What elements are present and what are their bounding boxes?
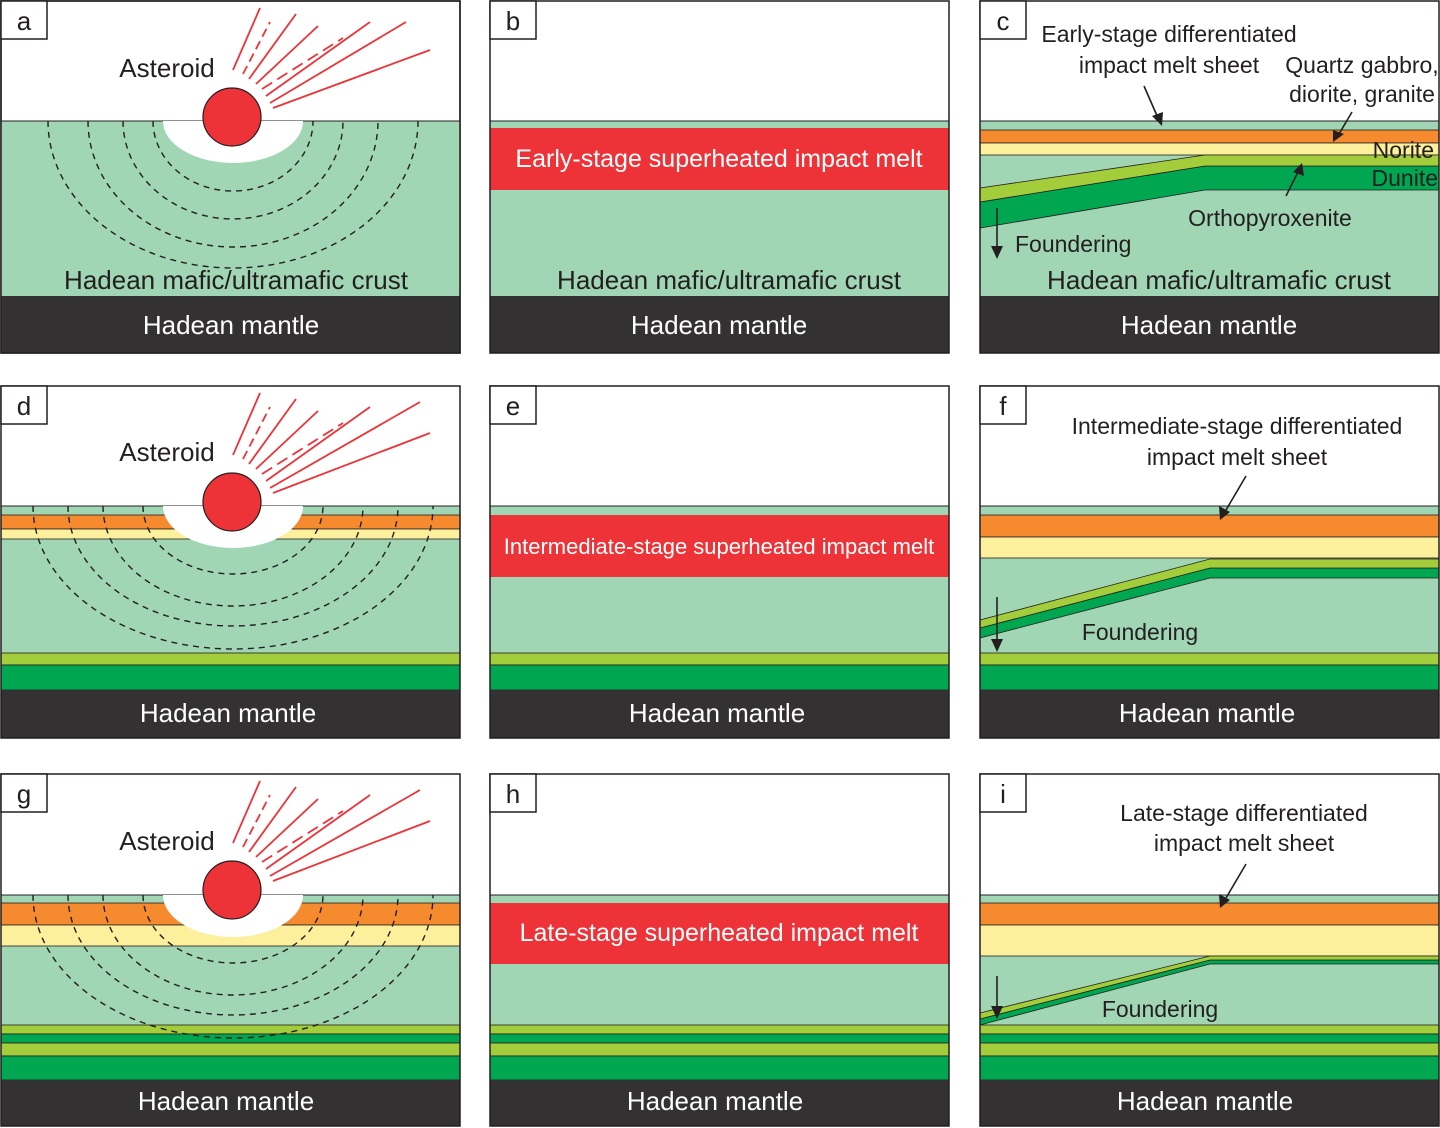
quartz-gabbro-label-line1: Quartz gabbro, bbox=[1285, 52, 1438, 78]
norite-label: Norite bbox=[1373, 137, 1434, 163]
asteroid-icon bbox=[202, 860, 262, 920]
mantle-label: Hadean mantle bbox=[138, 1086, 314, 1116]
shock-waves bbox=[32, 505, 434, 650]
mantle-label: Hadean mantle bbox=[1117, 1086, 1293, 1116]
annotation-arrows bbox=[991, 863, 1247, 1019]
panel-f: f Intermediate-stage differentiated impa… bbox=[979, 385, 1440, 739]
sheet-label-line1: Late-stage differentiated bbox=[1120, 800, 1368, 826]
mantle-label: Hadean mantle bbox=[1121, 310, 1297, 340]
crust-label: Hadean mafic/ultramafic crust bbox=[1047, 265, 1392, 295]
foundering-label: Foundering bbox=[1102, 996, 1218, 1022]
annotation-arrows bbox=[991, 85, 1353, 259]
panel-e: e Intermediate-stage superheated impact … bbox=[489, 385, 950, 739]
mantle-label: Hadean mantle bbox=[631, 310, 807, 340]
sheet-label-line2: impact melt sheet bbox=[1154, 830, 1335, 856]
melt-label: Early-stage superheated impact melt bbox=[515, 145, 922, 173]
panel-a: a Asteroid Hadean mafic/ultramafic crust… bbox=[0, 0, 461, 354]
mantle-label: Hadean mantle bbox=[627, 1086, 803, 1116]
asteroid-icon bbox=[202, 87, 262, 147]
panel-letter-a: a bbox=[17, 6, 32, 36]
asteroid-label: Asteroid bbox=[119, 53, 214, 83]
asteroid-label: Asteroid bbox=[119, 826, 214, 856]
crust-label: Hadean mafic/ultramafic crust bbox=[557, 265, 902, 295]
melt-label: Late-stage superheated impact melt bbox=[520, 919, 919, 947]
sheet-label-line1: Intermediate-stage differentiated bbox=[1072, 413, 1403, 439]
panel-i: i Late-stage differentiated impact melt … bbox=[979, 773, 1440, 1127]
impact-melt-layer bbox=[490, 128, 949, 190]
impact-melt-layer bbox=[490, 515, 949, 577]
asteroid-trail bbox=[232, 392, 431, 494]
mantle-label: Hadean mantle bbox=[629, 698, 805, 728]
orthopyroxenite-label: Orthopyroxenite bbox=[1188, 205, 1352, 231]
quartz-gabbro-label-line2: diorite, granite bbox=[1289, 81, 1435, 107]
mantle-label: Hadean mantle bbox=[143, 310, 319, 340]
panel-b: b Early-stage superheated impact melt Ha… bbox=[489, 0, 950, 354]
sheet-label-line2: impact melt sheet bbox=[1079, 52, 1260, 78]
panel-letter-f: f bbox=[999, 391, 1007, 421]
shock-waves bbox=[32, 894, 434, 1039]
panel-letter-i: i bbox=[1000, 779, 1006, 809]
mantle-label: Hadean mantle bbox=[1119, 698, 1295, 728]
panel-h: h Late-stage superheated impact melt Had… bbox=[489, 773, 950, 1127]
asteroid-trail bbox=[232, 7, 431, 109]
sheet-label-line2: impact melt sheet bbox=[1147, 444, 1328, 470]
sheet-label-line1: Early-stage differentiated bbox=[1041, 21, 1296, 47]
impact-melt-layer bbox=[490, 903, 949, 964]
norite-layer bbox=[979, 142, 1440, 156]
asteroid-label: Asteroid bbox=[119, 437, 214, 467]
panel-d: d Asteroid Hadean mantle bbox=[0, 385, 461, 739]
foundering-label: Foundering bbox=[1015, 231, 1131, 257]
panel-letter-h: h bbox=[506, 779, 520, 809]
melt-label: Intermediate-stage superheated impact me… bbox=[504, 534, 934, 559]
annotation-arrows bbox=[991, 475, 1247, 652]
asteroid-icon bbox=[202, 472, 262, 532]
mantle-label: Hadean mantle bbox=[140, 698, 316, 728]
asteroid-trail bbox=[232, 780, 431, 882]
dunite-label: Dunite bbox=[1372, 165, 1438, 191]
panel-c: c Early-stage differentiated impact melt… bbox=[979, 0, 1440, 354]
panel-letter-g: g bbox=[17, 779, 31, 809]
panel-letter-c: c bbox=[997, 6, 1010, 36]
panel-letter-e: e bbox=[506, 391, 520, 421]
foundering-label: Foundering bbox=[1082, 619, 1198, 645]
shock-waves bbox=[47, 120, 419, 269]
panel-letter-b: b bbox=[506, 6, 520, 36]
panel-letter-d: d bbox=[17, 391, 31, 421]
crust-label: Hadean mafic/ultramafic crust bbox=[64, 265, 409, 295]
quartz-gabbro-layer bbox=[979, 129, 1440, 144]
panel-g: g Asteroid Hadean mantle bbox=[0, 773, 461, 1127]
